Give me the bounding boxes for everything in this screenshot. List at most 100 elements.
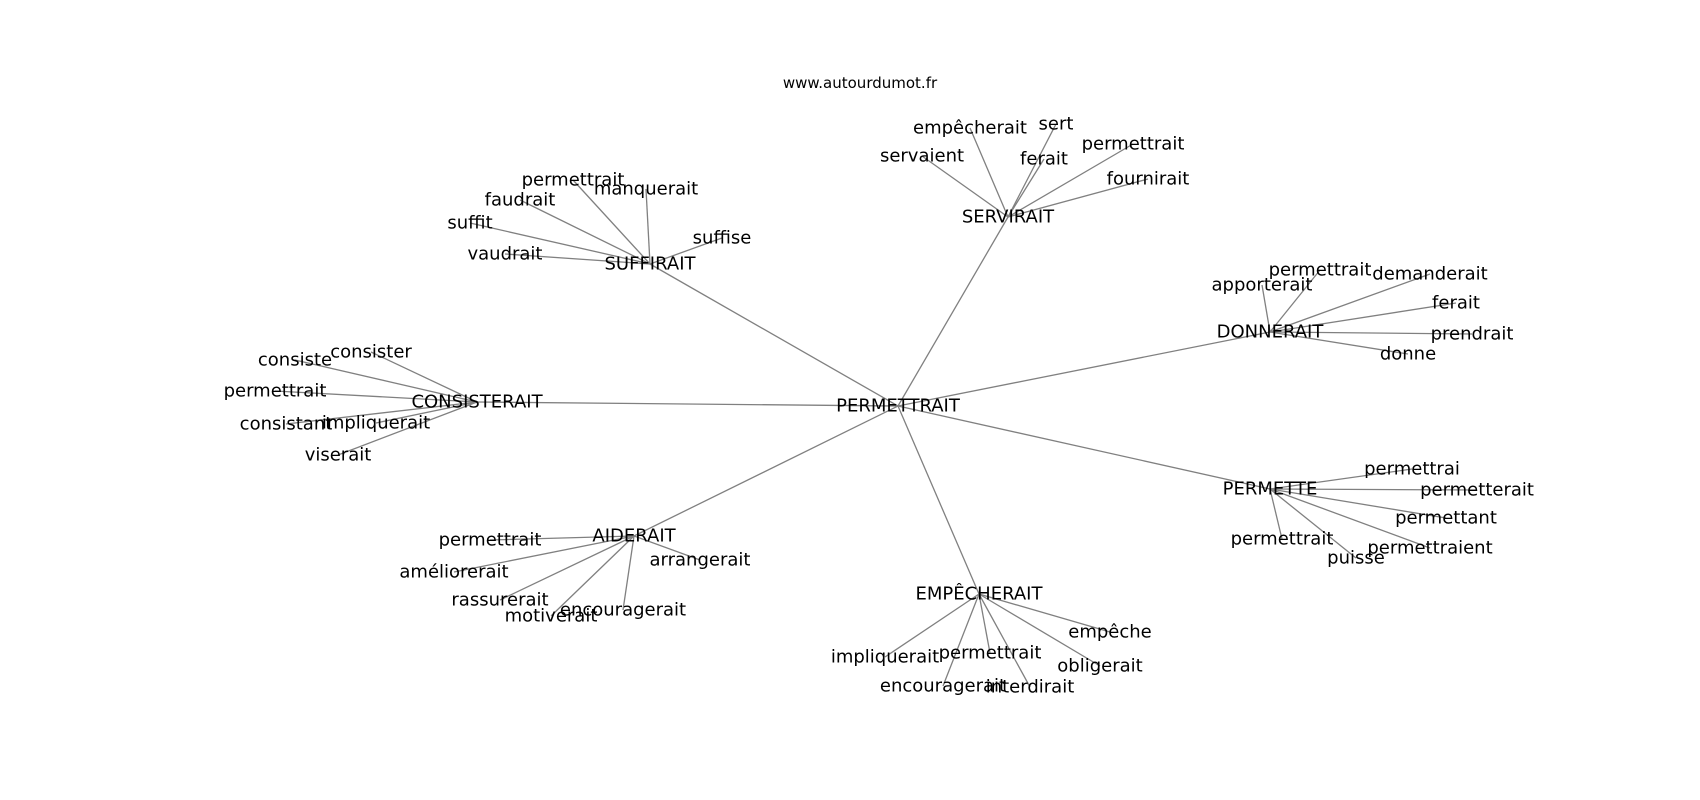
edge-5-5 <box>550 535 635 617</box>
leaf-node: suffit <box>447 213 492 234</box>
leaf-node: obligerait <box>1057 656 1142 677</box>
leaf-node: permettrait <box>1082 134 1185 155</box>
edge-center-2 <box>897 331 1271 407</box>
edge-4-0 <box>1269 468 1413 490</box>
edge-4-1 <box>1269 488 1478 491</box>
leaf-node: viserait <box>305 445 372 466</box>
edge-2-5 <box>1269 331 1409 355</box>
edge-center-0 <box>649 263 899 407</box>
edge-5-1 <box>633 535 701 561</box>
leaf-node: empêche <box>1068 622 1152 643</box>
leaf-node: arrangerait <box>650 550 751 571</box>
edge-3-4 <box>375 401 478 424</box>
edge-3-2 <box>274 390 478 403</box>
leaf-node: permetterait <box>1420 480 1534 501</box>
hub-node: PERMETTE <box>1223 479 1318 500</box>
edge-1-4 <box>1007 143 1134 218</box>
leaf-node: permettrait <box>939 643 1042 664</box>
leaf-node: permettrait <box>1231 529 1334 550</box>
leaf-node: encouragerait <box>560 600 686 621</box>
edge-2-3 <box>1269 302 1457 333</box>
edge-5-3 <box>499 535 635 601</box>
leaf-node: permettrai <box>1364 459 1460 480</box>
hub-node: DONNERAIT <box>1217 322 1325 343</box>
edge-3-3 <box>285 401 478 425</box>
leaf-node: permettrait <box>522 170 625 191</box>
leaf-node: manquerait <box>594 179 698 200</box>
leaf-node: suffise <box>693 228 752 249</box>
leaf-node: encouragerait <box>880 676 1006 697</box>
edge-3-0 <box>294 359 478 403</box>
leaf-node: impliquerait <box>322 413 430 434</box>
hub-node: CONSISTERAIT <box>411 392 543 413</box>
edge-1-1 <box>1007 123 1057 218</box>
hub-node: EMPÊCHERAIT <box>915 583 1043 605</box>
leaf-node: améliorerait <box>399 562 508 583</box>
leaf-node: permettrait <box>224 381 327 402</box>
leaf-node: ferait <box>1020 149 1068 170</box>
leaf-node: donne <box>1380 344 1436 365</box>
edge-5-0 <box>489 535 635 541</box>
leaf-node: puisse <box>1327 548 1385 569</box>
leaf-node: prendrait <box>1431 324 1514 345</box>
edge-0-1 <box>519 199 651 265</box>
leaf-node: sert <box>1039 114 1074 135</box>
edge-2-1 <box>1261 284 1271 333</box>
leaf-node: fournirait <box>1107 169 1190 190</box>
edge-0-3 <box>469 222 651 265</box>
edge-2-2 <box>1269 273 1431 333</box>
leaf-node: consiste <box>258 350 332 371</box>
edge-center-6 <box>897 405 980 595</box>
leaf-node: ferait <box>1432 293 1480 314</box>
edge-6-0 <box>978 593 1111 633</box>
edge-2-0 <box>1269 269 1321 333</box>
edge-1-3 <box>1007 158 1045 218</box>
edge-3-5 <box>337 401 478 456</box>
edge-1-0 <box>969 127 1009 218</box>
leaf-node: permettraient <box>1367 538 1492 559</box>
leaf-node: faudrait <box>485 190 556 211</box>
edge-0-4 <box>649 237 723 265</box>
center-node: PERMETTRAIT <box>836 396 961 417</box>
leaf-node: empêcherait <box>913 118 1027 139</box>
leaf-node: demanderait <box>1372 264 1487 285</box>
edge-0-2 <box>645 188 651 265</box>
edge-4-4 <box>1269 488 1431 549</box>
edge-6-3 <box>978 593 1101 667</box>
leaf-node: impliquerait <box>831 647 939 668</box>
edge-4-2 <box>1269 488 1447 519</box>
edge-2-4 <box>1269 331 1473 335</box>
leaf-node: permettant <box>1395 508 1497 529</box>
leaf-node: rassurerait <box>451 590 548 611</box>
edge-0-0 <box>572 179 651 265</box>
leaf-node: consistant <box>240 414 333 435</box>
edge-3-1 <box>370 351 478 403</box>
leaf-node: permettrait <box>439 530 542 551</box>
edge-6-4 <box>942 593 980 687</box>
leaf-node: servaient <box>880 146 964 167</box>
edge-5-4 <box>622 535 635 611</box>
edge-6-2 <box>978 593 991 654</box>
edge-center-4 <box>897 405 1271 490</box>
hub-node: SUFFIRAIT <box>604 254 696 275</box>
leaf-node: consister <box>330 342 412 363</box>
edge-6-5 <box>978 593 1031 688</box>
edge-4-5 <box>1269 488 1357 559</box>
edge-center-1 <box>897 216 1009 407</box>
edge-0-5 <box>504 253 651 265</box>
hub-node: AIDERAIT <box>592 526 676 547</box>
edge-6-1 <box>884 593 980 658</box>
edge-center-5 <box>633 405 899 537</box>
edge-center-3 <box>476 401 899 407</box>
leaf-node: vaudrait <box>467 244 542 265</box>
leaf-node: apporterait <box>1212 275 1313 296</box>
edge-1-2 <box>921 155 1009 218</box>
edge-1-5 <box>1007 178 1149 218</box>
labels-layer: permettraitfaudraitmanqueraitsuffitsuffi… <box>224 114 1534 698</box>
edge-4-3 <box>1269 488 1283 540</box>
leaf-node: interdirait <box>986 677 1075 698</box>
leaf-node: permettrait <box>1269 260 1372 281</box>
edge-5-2 <box>453 535 635 573</box>
site-credit: www.autourdumot.fr <box>783 74 938 92</box>
